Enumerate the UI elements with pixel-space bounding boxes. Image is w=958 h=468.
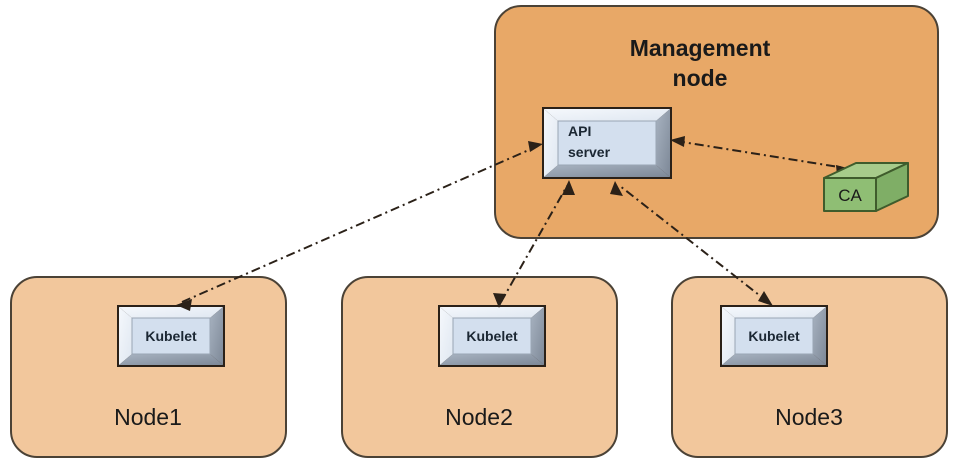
connector-node1-apiserver[interactable] [181, 145, 539, 303]
kubelet-box-1-face [131, 317, 211, 355]
kubelet-box-3-bevel-left [722, 307, 735, 365]
kubelet-box-2-face [452, 317, 532, 355]
api-server-bevel-left [544, 109, 558, 177]
kubelet-box-1-bevel-left [119, 307, 132, 365]
ca-cube[interactable]: CA [823, 162, 909, 212]
api-server-face [557, 120, 657, 166]
arrowhead-apiserver-left [670, 136, 685, 147]
arrowhead-node2-apiserver-up [562, 180, 575, 195]
worker-node-2-label: Node2 [445, 404, 513, 430]
api-server-bevel-top [544, 109, 670, 121]
management-node-label-line2: node [673, 65, 728, 91]
kubelet-box-1-bevel-right [210, 307, 223, 365]
connector-node2-apiserver[interactable] [500, 185, 568, 303]
connector-node3-apiserver[interactable] [619, 185, 769, 303]
kubelet-box-3-bevel-bottom [722, 354, 826, 365]
kubelet-box-3-bevel-top [722, 307, 826, 318]
kubelet-box-3-face [734, 317, 814, 355]
kubelet-box-node-3[interactable]: Kubelet [720, 305, 828, 367]
kubelet-box-node-1[interactable]: Kubelet [117, 305, 225, 367]
kubelet-box-node-2[interactable]: Kubelet [438, 305, 546, 367]
api-server-bevel-right [656, 109, 670, 177]
management-node-label-line1: Management [630, 35, 771, 61]
kubelet-box-2-label: Kubelet [466, 328, 518, 344]
arrowhead-node1-apiserver-up [528, 141, 543, 152]
ca-cube-front-face [823, 177, 877, 212]
api-server-bevel-bottom [544, 165, 670, 177]
arrowhead-node3-apiserver-up [610, 181, 623, 196]
ca-cube-label: CA [838, 186, 862, 205]
kubelet-box-1-label: Kubelet [145, 328, 197, 344]
arrowhead-node1-down [176, 299, 192, 311]
arrowhead-node2-down [493, 293, 506, 308]
kubelet-box-2-bevel-right [531, 307, 544, 365]
worker-node-3-label: Node3 [775, 404, 843, 430]
api-server-label-line2: server [568, 144, 611, 160]
connector-group [176, 136, 851, 311]
kubelet-box-2-bevel-top [440, 307, 544, 318]
api-server-label-line1: API [568, 123, 591, 139]
kubelet-box-1-bevel-bottom [119, 354, 223, 365]
kubelet-box-3-bevel-right [813, 307, 826, 365]
api-server-box[interactable]: API server [542, 107, 672, 179]
kubelet-box-1-bevel-top [119, 307, 223, 318]
worker-node-1-label: Node1 [114, 404, 182, 430]
kubelet-box-2-bevel-left [440, 307, 453, 365]
arrowhead-node3-down [758, 291, 773, 306]
kubelet-box-2-bevel-bottom [440, 354, 544, 365]
kubelet-box-3-label: Kubelet [748, 328, 800, 344]
